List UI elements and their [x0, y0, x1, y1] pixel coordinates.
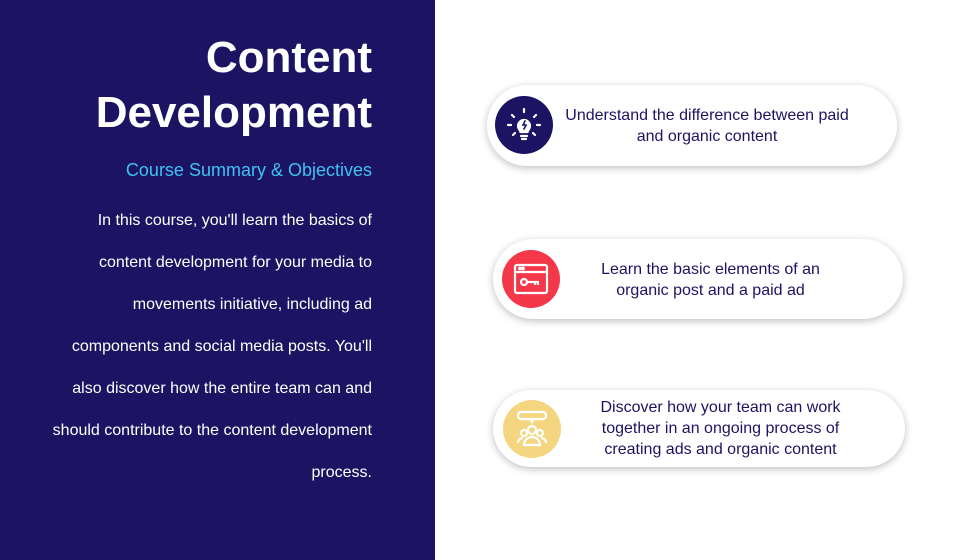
left-panel: Content Development Course Summary & Obj…	[0, 0, 435, 560]
lightbulb-icon	[495, 96, 553, 154]
objective-card-3: Discover how your team can work together…	[493, 390, 905, 467]
objective-text: Discover how your team can work together…	[600, 399, 841, 458]
team-chat-icon	[503, 400, 561, 458]
course-description: In this course, you'll learn the basics …	[52, 212, 372, 481]
objective-text: Understand the difference between paid a…	[565, 107, 849, 145]
objective-text: Learn the basic elements of an organic p…	[601, 261, 820, 299]
subtitle: Course Summary & Objectives	[125, 160, 372, 180]
browser-key-icon	[502, 250, 560, 308]
objective-card-1: Understand the difference between paid a…	[487, 85, 897, 166]
page-title: Content Development	[12, 30, 372, 140]
title-line-1: Content	[205, 33, 372, 82]
title-line-2: Development	[95, 88, 372, 137]
objective-card-2: Learn the basic elements of an organic p…	[493, 239, 903, 319]
